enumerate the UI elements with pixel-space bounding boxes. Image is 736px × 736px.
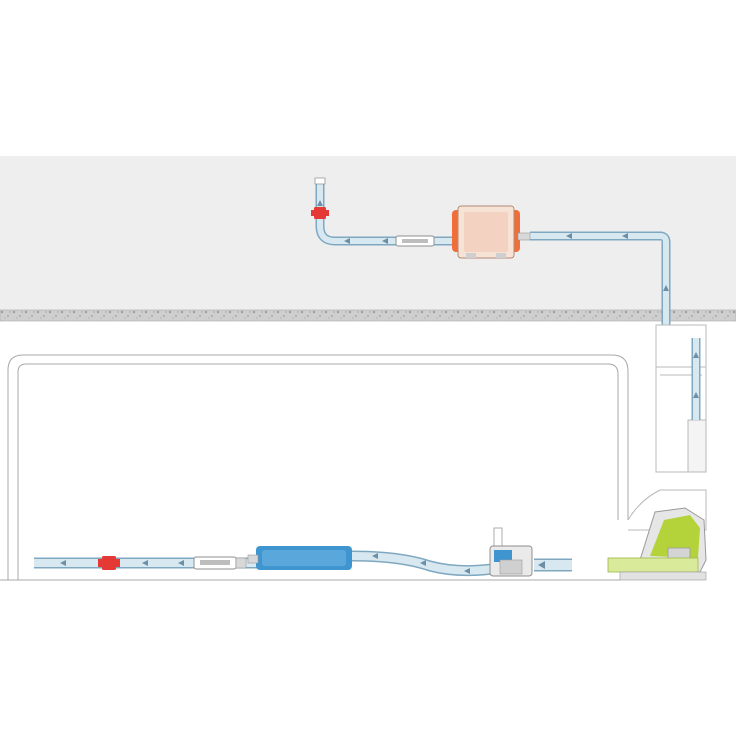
flow-indicator-upper (395, 235, 435, 247)
check-valve-lower (98, 556, 120, 570)
pump-sensor (607, 507, 707, 581)
check-valve-upper (311, 207, 329, 219)
reservoir-filter (247, 546, 352, 570)
pipe-route-lower (34, 550, 572, 577)
ceiling-slab (0, 309, 736, 322)
flow-indicator-lower (193, 556, 247, 570)
room-outline (0, 354, 629, 581)
drain-pump (452, 205, 531, 259)
pipe-route-chase (691, 338, 701, 420)
pipe-route-upper (315, 182, 671, 334)
inlet-unit (489, 527, 533, 577)
discharge-outlet (314, 177, 326, 185)
